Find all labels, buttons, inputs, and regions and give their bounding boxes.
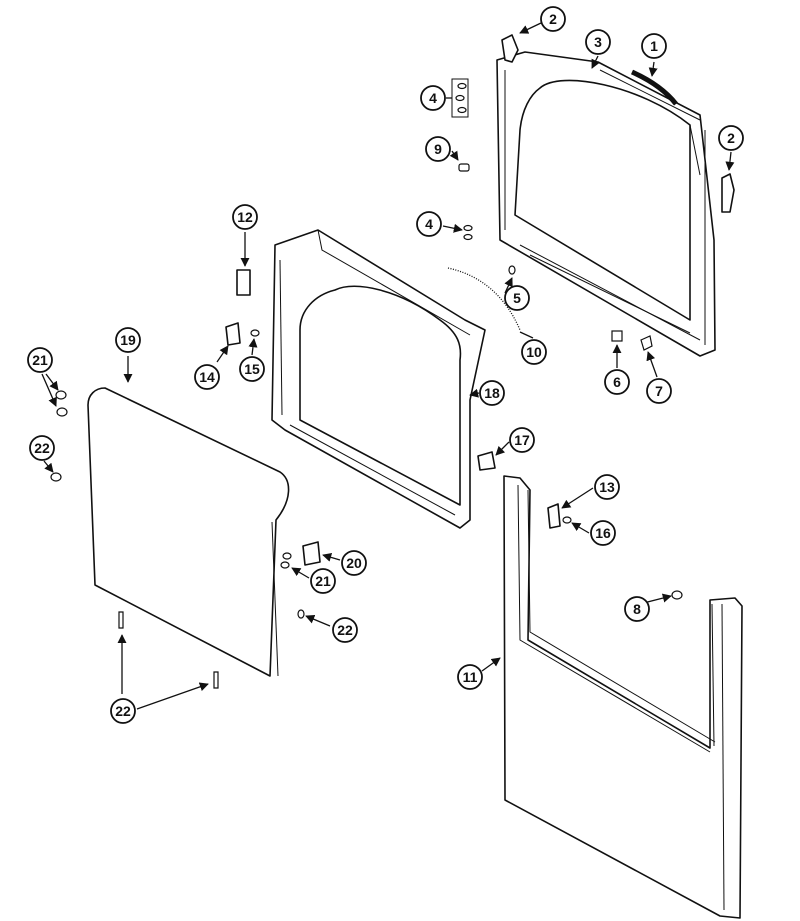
callout-label: 18 [484, 385, 500, 401]
rear-frame-part [496, 51, 716, 357]
callout-3: 3 [585, 29, 611, 55]
callout-label: 14 [199, 369, 215, 385]
callout-2-top: 2 [540, 6, 566, 32]
callout-7: 7 [646, 378, 672, 404]
bracket-part-right [721, 173, 735, 213]
seal-strip-part [630, 69, 678, 106]
callout-label: 15 [244, 361, 260, 377]
callout-label: 22 [115, 703, 131, 719]
callout-2-right: 2 [718, 125, 744, 151]
callout-label: 1 [650, 38, 658, 54]
callout-13: 13 [594, 474, 620, 500]
hardware-group [50, 78, 683, 689]
callout-9: 9 [425, 136, 451, 162]
callout-19: 19 [115, 327, 141, 353]
front-frame-part [271, 229, 486, 529]
callout-label: 7 [655, 383, 663, 399]
callout-14: 14 [194, 364, 220, 390]
callout-6: 6 [604, 369, 630, 395]
callout-21-left: 21 [27, 347, 53, 373]
callout-label: 4 [429, 90, 437, 106]
callout-12: 12 [232, 204, 258, 230]
callout-8: 8 [624, 596, 650, 622]
callout-label: 5 [513, 290, 521, 306]
door-part [87, 387, 290, 677]
callout-label: 19 [120, 332, 136, 348]
callout-22-bottom: 22 [110, 698, 136, 724]
callout-label: 21 [315, 573, 331, 589]
callout-16: 16 [590, 520, 616, 546]
callout-label: 20 [346, 555, 362, 571]
callout-label: 13 [599, 479, 615, 495]
callout-label: 8 [633, 601, 641, 617]
callout-label: 3 [594, 34, 602, 50]
bracket-part-top [501, 34, 519, 63]
callout-label: 21 [32, 352, 48, 368]
callout-4-top: 4 [420, 85, 446, 111]
callout-label: 2 [549, 11, 557, 27]
callout-11: 11 [457, 664, 483, 690]
callout-label: 2 [727, 130, 735, 146]
callout-label: 9 [434, 141, 442, 157]
callout-15: 15 [239, 356, 265, 382]
callout-18: 18 [479, 380, 505, 406]
callout-label: 17 [514, 432, 530, 448]
callout-22-left: 22 [29, 435, 55, 461]
callout-label: 22 [34, 440, 50, 456]
callout-label: 12 [237, 209, 253, 225]
callout-20: 20 [341, 550, 367, 576]
callout-label: 16 [595, 525, 611, 541]
callout-label: 22 [337, 622, 353, 638]
callout-label: 4 [425, 216, 433, 232]
callout-label: 10 [526, 344, 542, 360]
callout-10: 10 [521, 339, 547, 365]
callout-4-mid: 4 [416, 211, 442, 237]
callout-5: 5 [504, 285, 530, 311]
callout-label: 6 [613, 374, 621, 390]
callout-21-right: 21 [310, 568, 336, 594]
seal-curve-part [447, 267, 521, 331]
callout-22-right: 22 [332, 617, 358, 643]
callout-1: 1 [641, 33, 667, 59]
callout-label: 11 [463, 669, 478, 685]
callout-17: 17 [509, 427, 535, 453]
front-panel-part [503, 475, 743, 919]
